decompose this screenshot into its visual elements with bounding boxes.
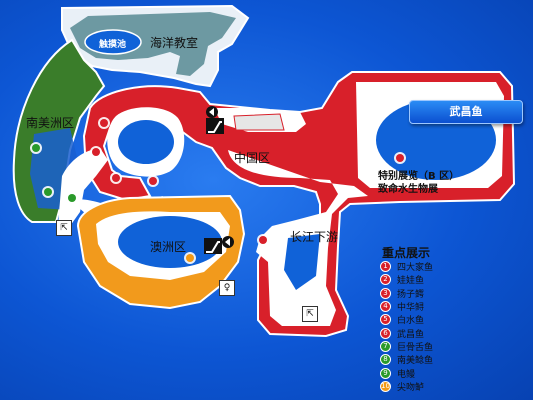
marker-7[interactable] — [30, 142, 42, 154]
australia-label: 澳洲区 — [150, 240, 187, 254]
australia-pool[interactable] — [118, 216, 222, 268]
legend-name: 巨骨舌鱼 — [397, 342, 434, 353]
legend: 1 四大家鱼 2 娃娃鱼 3 扬子鳄 4 中华鲟 5 白水鱼 6 武昌鱼 7 巨骨舌鱼 8 南美… — [380, 260, 530, 393]
legend-item: 10 尖吻鲈 — [380, 380, 530, 393]
legend-num: 7 — [380, 340, 391, 352]
exit-icon: ⇱ — [302, 306, 318, 322]
escalator-icon — [206, 118, 224, 134]
legend-num: 6 — [380, 327, 391, 339]
escalator-icon — [204, 238, 222, 254]
marker-3[interactable] — [110, 172, 122, 184]
special-exhibit-line-2: 致命水生物展 — [378, 184, 438, 195]
legend-item: 3 扬子鳄 — [380, 287, 530, 300]
marker-9[interactable] — [66, 192, 78, 204]
legend-num: 8 — [380, 354, 391, 366]
china-pool[interactable] — [118, 120, 174, 164]
legend-num: 1 — [380, 261, 391, 273]
legend-num: 3 — [380, 287, 391, 299]
legend-name: 白水鱼 — [397, 316, 425, 327]
legend-name: 扬子鳄 — [397, 289, 425, 300]
legend-item: 7 巨骨舌鱼 — [380, 340, 530, 353]
legend-item: 2 娃娃鱼 — [380, 273, 530, 286]
touch-pool[interactable] — [84, 29, 142, 55]
legend-item: 8 南美鲶鱼 — [380, 353, 530, 366]
legend-item: 1 四大家鱼 — [380, 260, 530, 273]
legend-name: 南美鲶鱼 — [397, 356, 434, 367]
special-exhibit-line-1: 特别展览（B 区） — [378, 171, 460, 182]
legend-item: 4 中华鲟 — [380, 300, 530, 313]
marker-1[interactable] — [98, 117, 110, 129]
legend-name: 电鳗 — [397, 369, 416, 380]
legend-num: 10 — [380, 380, 391, 392]
marker-6[interactable] — [394, 152, 406, 164]
legend-num: 2 — [380, 274, 391, 286]
marker-8[interactable] — [42, 186, 54, 198]
touch-pool-label: 触摸池 — [99, 40, 127, 50]
yangtze-pool[interactable] — [284, 234, 320, 290]
legend-name: 武昌鱼 — [397, 329, 425, 340]
arrow-left-icon — [206, 106, 218, 118]
china-zone-label: 中国区 — [234, 151, 271, 165]
legend-name: 四大家鱼 — [397, 263, 434, 274]
special-exhibit-label: 特别展览（B 区） 致命水生物展 — [378, 170, 459, 196]
yangtze-label: 长江下游 — [290, 230, 339, 244]
south-america-label: 南美洲区 — [26, 116, 75, 130]
exit-icon: ⇱ — [56, 220, 72, 236]
legend-title: 重点展示 — [382, 246, 431, 260]
arrow-left-icon — [222, 236, 234, 248]
legend-num: 9 — [380, 367, 391, 379]
legend-name: 中华鲟 — [397, 303, 425, 314]
marker-2[interactable] — [90, 146, 102, 158]
callout-wuchang-fish[interactable]: 武昌鱼 — [409, 100, 523, 124]
legend-item: 9 电鳗 — [380, 366, 530, 380]
legend-item: 5 白水鱼 — [380, 313, 530, 326]
restroom-icon: ♀ — [219, 280, 235, 296]
marker-4[interactable] — [147, 175, 159, 187]
legend-name: 娃娃鱼 — [397, 276, 425, 287]
legend-num: 5 — [380, 314, 391, 326]
legend-item: 6 武昌鱼 — [380, 326, 530, 340]
marker-5[interactable] — [257, 234, 269, 246]
marker-10[interactable] — [184, 252, 196, 264]
legend-name: 尖吻鲈 — [397, 382, 425, 393]
ocean-classroom-label: 海洋教室 — [150, 36, 199, 50]
legend-num: 4 — [380, 301, 391, 313]
